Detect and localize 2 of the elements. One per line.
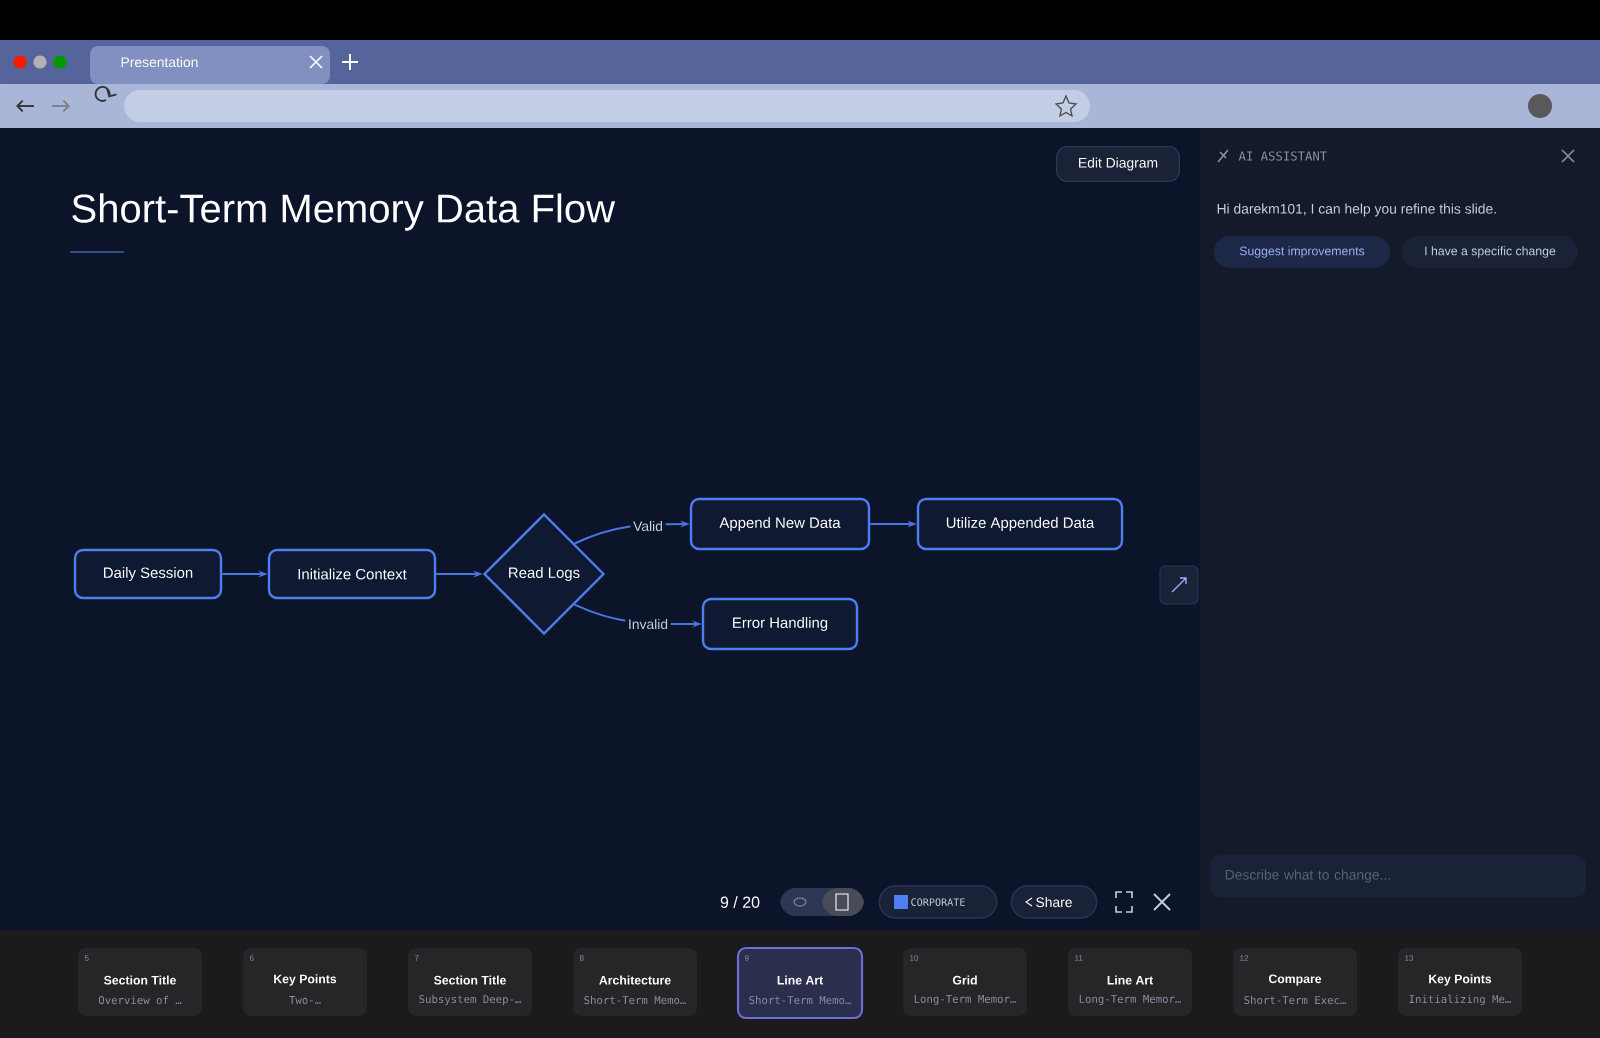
page-counter: 9 / 20 [720, 896, 760, 908]
slide-title: Short-Term Memory Data Flow [72, 193, 616, 231]
